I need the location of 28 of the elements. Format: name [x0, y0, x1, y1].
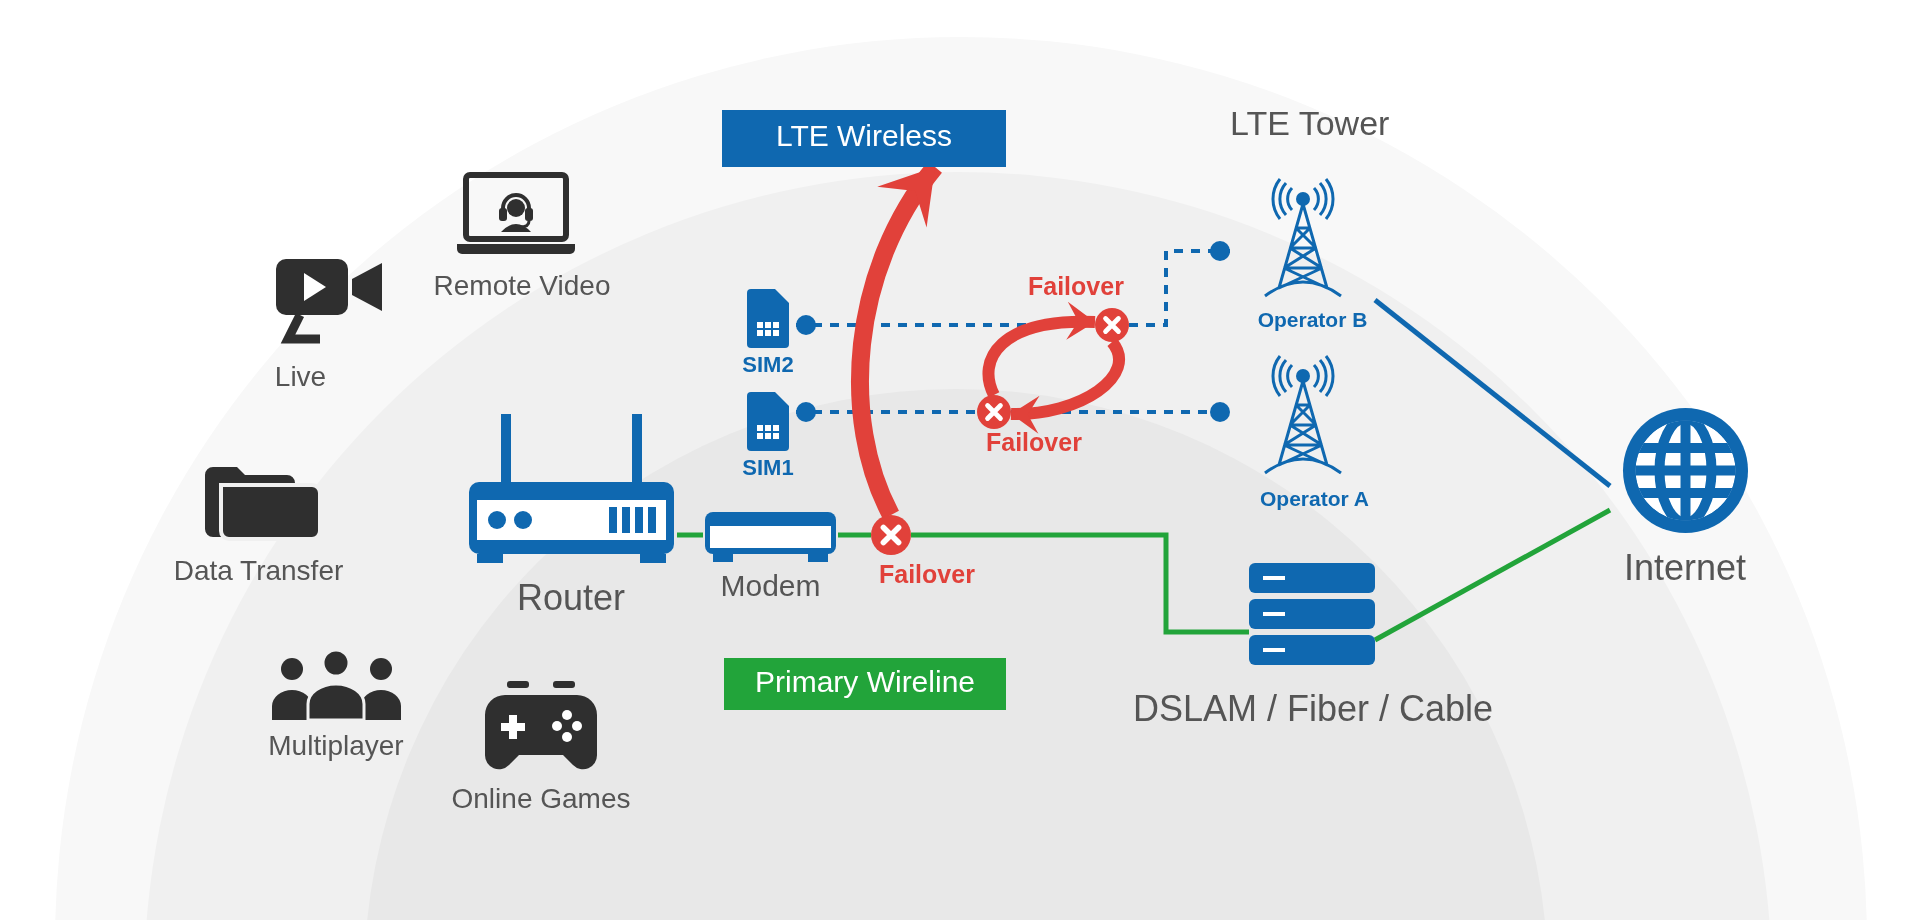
node-label: Data Transfer	[173, 555, 344, 588]
node-label: Multiplayer	[268, 730, 404, 763]
node-label: Online Games	[451, 783, 631, 816]
connection-line	[1129, 241, 1230, 327]
failover-arrow	[1010, 338, 1125, 433]
device-label: SIM2	[742, 352, 794, 378]
connection-line	[911, 532, 1249, 635]
failover-label: Failover	[1028, 272, 1125, 301]
node-label: Internet	[1623, 547, 1747, 589]
device-label: Operator A	[1260, 487, 1369, 512]
failover-label: Failover	[986, 428, 1083, 457]
node-label: Router	[516, 577, 626, 619]
heading-label: LTE Tower	[1230, 104, 1390, 144]
node-label: Modem	[720, 569, 821, 604]
failover-label: Failover	[879, 560, 976, 589]
connection-line	[1373, 298, 1612, 488]
connection-line	[677, 532, 703, 538]
section-label: LTE Wireless	[722, 110, 1006, 167]
connection-line	[796, 402, 977, 422]
section-label: Primary Wireline	[724, 658, 1006, 710]
connection-line	[838, 532, 871, 538]
device-label: SIM1	[742, 455, 794, 481]
node-label: Remote Video	[433, 270, 611, 303]
node-caption: DSLAM / Fiber / Cable	[1131, 688, 1495, 730]
failover-arrow	[982, 302, 1096, 398]
node-label: Live	[274, 361, 327, 394]
device-label: Operator B	[1257, 308, 1368, 333]
connection-line	[1373, 507, 1612, 643]
